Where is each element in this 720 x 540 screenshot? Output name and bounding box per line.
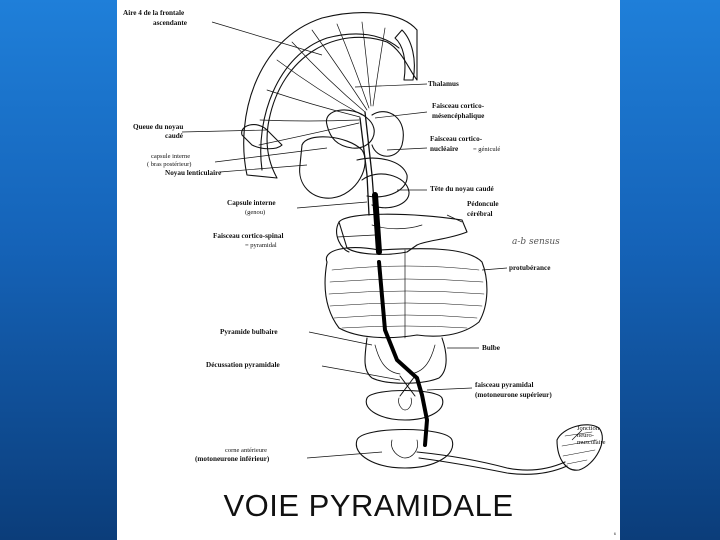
label-thalamus: Thalamus xyxy=(428,80,459,88)
label-faisceau-pyramidal-line1: faisceau pyramidal xyxy=(475,381,534,389)
label-pedoncule-line1: Pédoncule xyxy=(467,200,499,208)
label-fcn-line3: = géniculé xyxy=(473,146,500,153)
label-protuberance: protubérance xyxy=(509,264,550,272)
caudate-tail xyxy=(241,124,283,150)
medulla xyxy=(364,337,447,384)
label-faisceau-pyramidal-line2: (motoneurone supérieur) xyxy=(475,391,552,399)
label-handwritten-note: a-b sensus xyxy=(512,237,560,247)
label-queue-line1: Queue du noyau xyxy=(133,123,183,131)
pyramidal-tract-thick xyxy=(372,192,430,447)
label-cip-line1: capsule interne xyxy=(151,153,190,160)
label-jonction-line3: musculaire xyxy=(577,439,606,446)
label-cig-line2: (genou) xyxy=(245,209,265,216)
label-cig-line1: Capsule interne xyxy=(227,199,276,207)
page-number: 6 xyxy=(613,531,616,536)
thalamus xyxy=(326,109,375,149)
cortex-inner xyxy=(260,33,400,171)
peripheral-nerve xyxy=(416,451,566,471)
pons-striations xyxy=(328,265,485,329)
label-fcm-line2: mésencéphalique xyxy=(432,112,484,120)
pyramidal-decussation xyxy=(399,375,416,397)
slide-sheet: Aire 4 de la frontale ascendante Thalamu… xyxy=(117,0,620,540)
label-fcs-line2: = pyramidal xyxy=(245,242,277,249)
cerebral-peduncle xyxy=(338,213,468,255)
cortex-outline xyxy=(243,12,418,179)
label-cip-line2: ( bras postérieur) xyxy=(147,161,191,168)
label-pedoncule-line2: cérébral xyxy=(467,210,493,218)
label-aire4-line2: ascendante xyxy=(153,19,187,27)
label-fcn-line2: nucléaire xyxy=(430,145,458,153)
muscle xyxy=(556,424,603,471)
cortical-fibers xyxy=(258,21,386,146)
lentiform-nucleus xyxy=(299,136,366,199)
label-jonction-line2: neuro- xyxy=(577,432,594,439)
label-pyramide-bulbaire: Pyramide bulbaire xyxy=(220,328,278,336)
label-fcn-line1: Faisceau cortico- xyxy=(430,135,483,143)
spinal-segment-lower xyxy=(355,429,454,469)
label-aire4-line1: Aire 4 de la frontale xyxy=(123,9,184,17)
label-fcs-line1: Faisceau cortico-spinal xyxy=(213,232,283,240)
label-queue-line2: caudé xyxy=(165,132,183,140)
caudate-head xyxy=(361,173,410,209)
leader-lines xyxy=(181,21,583,459)
label-corne-line2: (motoneurone inférieur) xyxy=(195,455,270,463)
label-jonction-line1: Jonction xyxy=(577,425,600,432)
label-noyau-lenticulaire: Noyau lenticulaire xyxy=(165,169,221,177)
label-corne-line1: corne antérieure xyxy=(225,447,267,454)
labels: Aire 4 de la frontale ascendante Thalamu… xyxy=(123,9,606,463)
label-bulbe: Bulbe xyxy=(482,344,500,352)
pyramidal-tract-diagram: Aire 4 de la frontale ascendante Thalamu… xyxy=(123,9,606,475)
label-decussation: Décussation pyramidale xyxy=(206,361,280,369)
label-tete-caude: Tête du noyau caudé xyxy=(430,185,494,193)
label-fcm-line1: Faisceau cortico- xyxy=(432,102,485,110)
spinal-segment-upper xyxy=(365,389,444,421)
slide-caption: VOIE PYRAMIDALE xyxy=(223,488,514,523)
